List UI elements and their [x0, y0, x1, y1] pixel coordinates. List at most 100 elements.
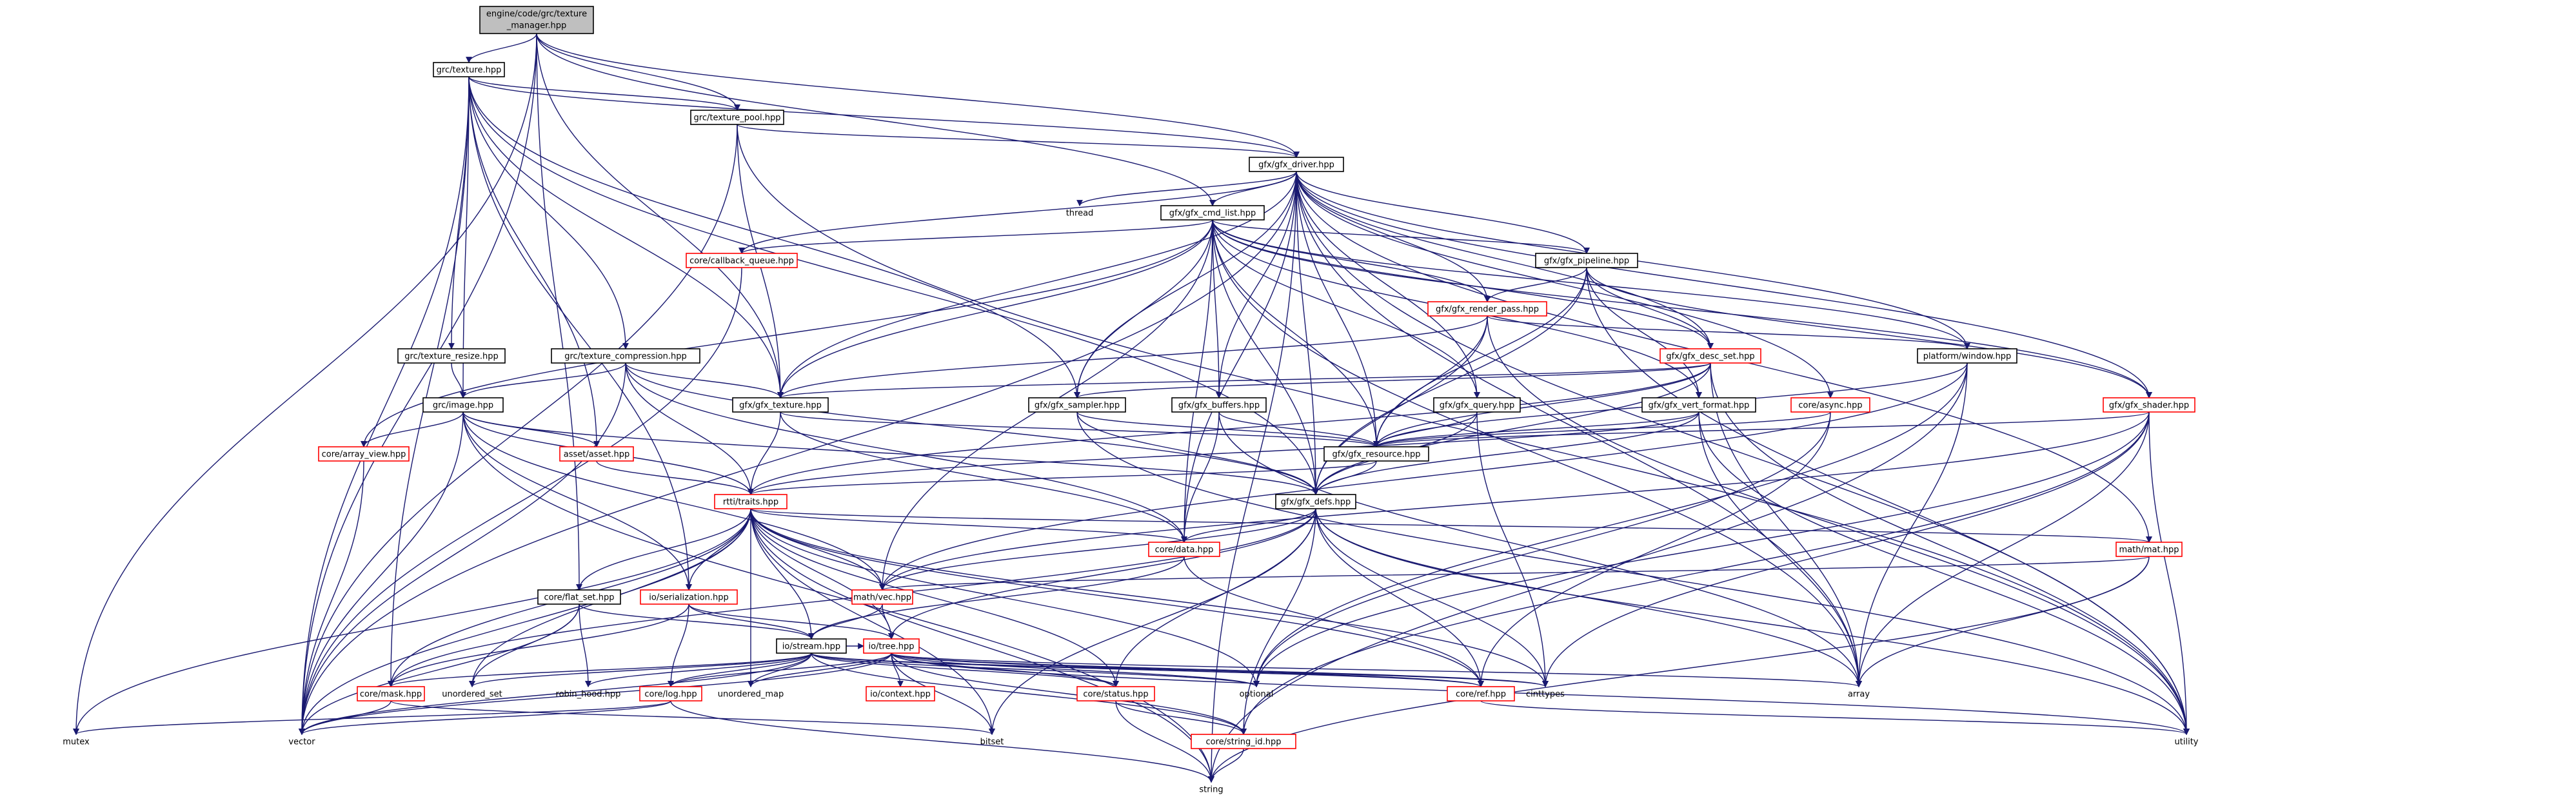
node-box — [690, 110, 784, 125]
node-gfx-buffers[interactable]: gfx/gfx_buffers.hpp — [1171, 397, 1267, 413]
node-box — [851, 589, 913, 605]
node-box — [639, 686, 702, 701]
node-io-stream[interactable]: io/stream.hpp — [776, 638, 847, 654]
edge-core-flat-set-to-vector — [299, 603, 580, 735]
node-rtti-traits[interactable]: rtti/traits.hpp — [714, 494, 788, 509]
edge-texture-compression-to-gfx-texture — [625, 362, 784, 398]
node-texture-compression[interactable]: grc/texture_compression.hpp — [551, 348, 700, 364]
node-label: core/log.hpp — [644, 690, 697, 700]
edge-gfx-cmd-list-to-core-array-view — [361, 219, 1213, 447]
node-gfx-cmd-list[interactable]: gfx/gfx_cmd_list.hpp — [1160, 205, 1265, 221]
node-core-string-id[interactable]: core/string_id.hpp — [1191, 734, 1296, 749]
node-box — [866, 686, 935, 701]
node-math-vec[interactable]: math/vec.hpp — [851, 589, 913, 605]
edge-gfx-driver-to-gfx-pipeline — [1296, 171, 1590, 254]
node-core-mask[interactable]: core/mask.hpp — [357, 686, 425, 701]
edge-core-status-to-core-string-id — [1115, 700, 1247, 735]
node-label: grc/texture_pool.hpp — [694, 113, 781, 123]
edge-gfx-driver-to-array — [1296, 171, 1862, 687]
node-io-tree[interactable]: io/tree.hpp — [863, 638, 920, 654]
node-box — [1790, 397, 1870, 413]
node-grc-texture-pool[interactable]: grc/texture_pool.hpp — [690, 110, 784, 125]
node-box — [1917, 348, 2017, 364]
node-core-log[interactable]: core/log.hpp — [639, 686, 702, 701]
edge-grc-texture-to-texture-resize — [448, 76, 470, 349]
edge-gfx-defs-to-core-string-id — [1240, 508, 1316, 735]
edge-io-stream-to-optional — [811, 652, 1260, 687]
edge-gfx-desc-set-to-utility — [1710, 362, 2190, 735]
node-core-array-view[interactable]: core/array_view.hpp — [318, 446, 410, 462]
node-core-async[interactable]: core/async.hpp — [1790, 397, 1870, 413]
edge-io-tree-to-optional — [891, 652, 1260, 687]
node-grc-image[interactable]: grc/image.hpp — [422, 397, 504, 413]
edge-rtti-traits-to-math-mat — [750, 508, 2152, 543]
node-box — [1148, 542, 1220, 557]
node-box — [1447, 686, 1515, 701]
node-box — [1427, 301, 1547, 317]
edge-gfx-driver-to-gfx-shader — [1296, 171, 2152, 398]
node-box — [686, 253, 798, 268]
edge-gfx-render-pass-to-gfx-texture — [777, 315, 1488, 398]
node-label: io/stream.hpp — [782, 642, 840, 652]
edge-gfx-desc-set-to-array — [1710, 362, 1862, 687]
node-root[interactable]: engine/code/grc/texture_manager.hpp — [479, 6, 594, 34]
node-core-ref[interactable]: core/ref.hpp — [1447, 686, 1515, 701]
node-core-status[interactable]: core/status.hpp — [1076, 686, 1155, 701]
edge-gfx-desc-set-to-gfx-resource — [1373, 362, 1711, 447]
edge-gfx-shader-to-utility — [2148, 411, 2190, 735]
edge-platform-window-to-array — [1856, 362, 1968, 687]
edge-gfx-texture-to-core-data — [780, 411, 1187, 543]
edge-grc-texture-to-texture-compression — [468, 76, 629, 349]
node-math-mat[interactable]: math/mat.hpp — [2115, 542, 2183, 557]
edge-io-tree-to-cinttypes — [891, 652, 1549, 687]
edge-io-tree-to-core-string-id — [891, 652, 1247, 735]
edge-gfx-cmd-list-to-gfx-sampler — [1074, 219, 1213, 398]
node-label: _manager.hpp — [506, 21, 567, 31]
edge-root-to-vector — [299, 33, 537, 735]
node-gfx-resource[interactable]: gfx/gfx_resource.hpp — [1323, 446, 1429, 462]
node-gfx-query[interactable]: gfx/gfx_query.hpp — [1433, 397, 1521, 413]
edge-io-stream-to-vector — [299, 652, 812, 735]
node-utility: utility — [2175, 738, 2199, 747]
node-callback-queue[interactable]: core/callback_queue.hpp — [686, 253, 798, 268]
edge-root-to-gfx-driver — [536, 33, 1300, 158]
node-gfx-shader[interactable]: gfx/gfx_shader.hpp — [2103, 397, 2195, 413]
node-gfx-pipeline[interactable]: gfx/gfx_pipeline.hpp — [1535, 253, 1638, 268]
edge-io-tree-to-utility — [891, 652, 2190, 735]
node-gfx-texture[interactable]: gfx/gfx_texture.hpp — [732, 397, 829, 413]
node-asset[interactable]: asset/asset.hpp — [559, 446, 634, 462]
edge-rtti-traits-to-core-status — [750, 508, 1119, 687]
node-box — [2115, 542, 2183, 557]
edge-gfx-driver-to-gfx-resource — [1296, 171, 1380, 447]
edge-grc-image-to-gfx-defs — [462, 411, 1319, 495]
edge-core-log-to-vector — [299, 700, 671, 735]
node-gfx-render-pass[interactable]: gfx/gfx_render_pass.hpp — [1427, 301, 1547, 317]
node-grc-texture[interactable]: grc/texture.hpp — [433, 62, 505, 77]
edge-gfx-driver-to-gfx-texture — [777, 171, 1297, 398]
node-label: gfx/gfx_pipeline.hpp — [1544, 257, 1629, 266]
node-io-serialization[interactable]: io/serialization.hpp — [640, 589, 738, 605]
node-texture-resize[interactable]: grc/texture_resize.hpp — [397, 348, 506, 364]
dependency-edges — [73, 33, 2190, 783]
edge-io-serialization-to-core-log — [668, 603, 689, 687]
node-core-data[interactable]: core/data.hpp — [1148, 542, 1220, 557]
edge-platform-window-to-optional — [1253, 362, 1968, 687]
node-gfx-driver[interactable]: gfx/gfx_driver.hpp — [1249, 157, 1344, 172]
edge-gfx-vert-format-to-utility — [1698, 411, 2190, 735]
node-gfx-defs[interactable]: gfx/gfx_defs.hpp — [1275, 494, 1356, 509]
edge-gfx-defs-to-io-tree — [888, 508, 1316, 640]
edge-io-serialization-to-io-stream — [688, 603, 815, 640]
node-vector: vector — [288, 738, 315, 747]
node-box — [640, 589, 738, 605]
node-gfx-sampler[interactable]: gfx/gfx_sampler.hpp — [1028, 397, 1126, 413]
node-platform-window[interactable]: platform/window.hpp — [1917, 348, 2017, 364]
edge-grc-image-to-core-array-view — [361, 411, 464, 447]
node-gfx-desc-set[interactable]: gfx/gfx_desc_set.hpp — [1660, 348, 1761, 364]
edge-gfx-vert-format-to-rtti-traits — [748, 411, 1699, 495]
node-core-flat-set[interactable]: core/flat_set.hpp — [537, 589, 621, 605]
edge-gfx-desc-set-to-gfx-defs — [1313, 362, 1711, 495]
node-label: gfx/gfx_buffers.hpp — [1178, 401, 1260, 411]
edge-core-mask-to-vector — [299, 700, 391, 735]
node-gfx-vert-format[interactable]: gfx/gfx_vert_format.hpp — [1641, 397, 1756, 413]
node-io-context[interactable]: io/context.hpp — [866, 686, 935, 701]
